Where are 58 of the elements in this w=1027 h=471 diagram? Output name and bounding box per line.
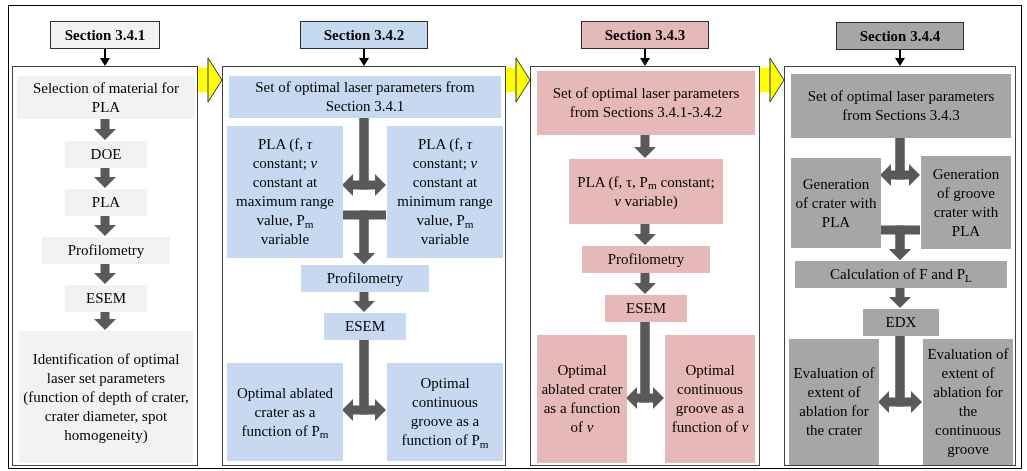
arrow xyxy=(634,134,656,158)
process-box: Generation of crater with PLA xyxy=(791,158,881,248)
process-box: Evaluation of extent of ablation for the continuous groove xyxy=(923,339,1013,465)
process-box: DOE xyxy=(65,141,147,168)
section-header: Section 3.4.3 xyxy=(581,21,709,49)
process-box: PLA xyxy=(65,189,147,216)
arrow xyxy=(359,339,386,421)
arrow xyxy=(94,215,116,236)
arrow xyxy=(634,272,656,294)
process-box: Set of optimal laser parameters from Section 3.4.1 xyxy=(229,76,501,118)
process-box: ESEM xyxy=(605,295,687,322)
block-arrow xyxy=(506,57,531,103)
arrow xyxy=(895,335,922,413)
arrow xyxy=(895,137,920,186)
arrow xyxy=(895,49,905,66)
process-box: Calculation of F and P$_{L}$ xyxy=(795,261,1007,288)
process-box: Optimal ablated crater as a function of ν xyxy=(537,335,627,463)
process-box: Set of optimal laser parameters from Sections 3.4.1-3.4.2 xyxy=(537,71,755,135)
arrow xyxy=(94,118,116,140)
process-box: PLA (f, τ constant; ν constant at minimum range value, P$_{m}$ variable xyxy=(387,126,503,258)
process-box: PLA (f, τ constant; ν constant at maximum range value, P$_{m}$ variable xyxy=(227,126,343,258)
arrow xyxy=(889,225,920,260)
process-box: Optimal ablated crater as a function of P$_{m}$ xyxy=(227,363,343,461)
process-box: Profilometry xyxy=(582,246,710,273)
process-box: Evaluation of extent of ablation for the crater xyxy=(789,339,879,465)
section-header: Section 3.4.4 xyxy=(836,22,964,50)
arrow xyxy=(94,311,116,330)
process-box: Generation of groove crater with PLA xyxy=(921,156,1011,249)
process-box: ESEM xyxy=(324,313,406,340)
arrow xyxy=(634,223,656,245)
section-panel xyxy=(12,66,198,466)
section-header: Section 3.4.1 xyxy=(50,21,160,49)
process-box: Selection of material for PLA xyxy=(17,76,195,119)
arrow xyxy=(359,48,369,66)
block-arrow xyxy=(760,57,785,103)
process-box: PLA (f, τ, P$_{m}$ constant; ν variable) xyxy=(569,159,723,224)
process-box: Optimal continuous groove as a function of P$_{m}$ xyxy=(387,363,503,461)
process-box: EDX xyxy=(863,309,939,336)
arrow xyxy=(94,263,116,284)
arrow xyxy=(100,48,110,66)
section-header: Section 3.4.2 xyxy=(300,21,428,49)
process-box: ESEM xyxy=(65,285,147,312)
arrow xyxy=(640,321,664,409)
process-box: Identification of optimal laser set parameters (function of depth of crater, crater diameter, spot homogeneity) xyxy=(19,331,193,463)
block-arrow xyxy=(198,57,223,103)
arrow xyxy=(359,117,386,196)
arrow xyxy=(353,291,375,312)
arrow xyxy=(353,210,386,264)
arrow xyxy=(640,48,650,66)
section-panel xyxy=(222,66,506,466)
section-panel xyxy=(530,66,760,466)
process-box: Set of optimal laser parameters from Sections 3.4.3 xyxy=(791,74,1011,138)
process-box: Profilometry xyxy=(42,237,170,264)
section-panel xyxy=(784,66,1016,466)
arrow xyxy=(94,167,116,188)
arrow xyxy=(889,287,911,308)
process-box: Optimal continuous groove as a function of ν xyxy=(665,335,755,463)
process-box: Profilometry xyxy=(301,265,429,292)
